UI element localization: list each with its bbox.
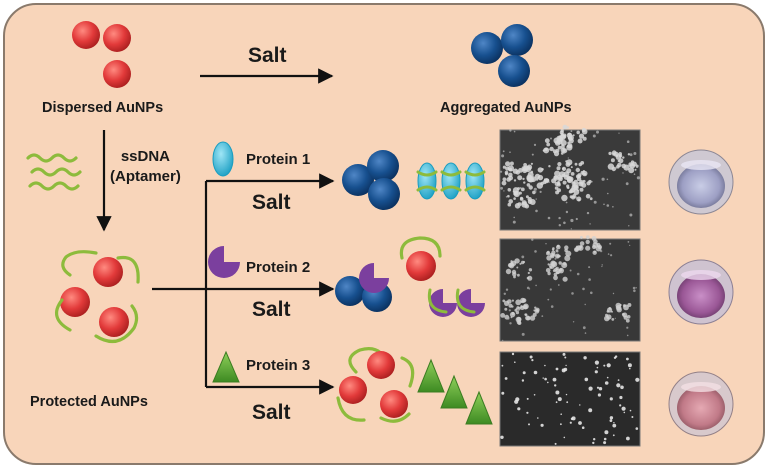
dna-wrap-icon (348, 347, 384, 374)
sem-micrograph-3 (499, 351, 641, 447)
dna-wrap-icon (116, 255, 140, 284)
sample-well-1 (668, 149, 734, 215)
protein1-icon (212, 141, 234, 177)
blue-nanoparticle-icon (367, 150, 399, 182)
blue-nanoparticle-icon (501, 24, 533, 56)
dna-wrap-icon (427, 288, 448, 314)
protein1-label: Protein 1 (246, 151, 311, 168)
protein-dna-complex-icon (416, 162, 438, 200)
dispersed-aunps-group (72, 21, 131, 88)
aggregated-aunps-group (471, 24, 533, 87)
blue-nanoparticle-icon (342, 164, 374, 196)
dna-wrap-icon (400, 356, 415, 388)
red-nanoparticle-icon (72, 21, 100, 49)
protein-dna-complex-icon (440, 162, 462, 200)
sem-texture-3 (500, 352, 640, 445)
red-nanoparticle-icon (339, 376, 367, 404)
sample-wells (668, 149, 734, 437)
protein3-label: Protein 3 (246, 357, 311, 374)
protein2-label: Protein 2 (246, 259, 311, 276)
pacman-protein-icon (359, 263, 389, 293)
dna-wrap-icon (54, 298, 72, 332)
dna-strand-icon (30, 167, 82, 177)
red-nanoparticle-icon (103, 60, 131, 88)
red-nanoparticle-icon (406, 251, 436, 281)
sem-micrographs (499, 124, 641, 447)
sample-well-2 (668, 259, 734, 325)
blue-nanoparticle-icon (498, 55, 530, 87)
blue-nanoparticle-icon (335, 276, 365, 306)
protected-aunps-group (54, 250, 140, 344)
ssdna-strands (26, 153, 82, 191)
row1-protein-complexes (416, 162, 486, 200)
triangle-protein-icon (440, 374, 468, 409)
dna-strand-icon (26, 153, 78, 163)
sample-well-3 (668, 371, 734, 437)
row2-mixed (335, 236, 485, 317)
salt-label-top: Salt (248, 44, 287, 67)
protein3-icon (212, 350, 240, 383)
salt-label-2: Salt (252, 298, 291, 321)
protected-aunps-label: Protected AuNPs (30, 394, 148, 410)
dna-wrap-icon (455, 288, 476, 314)
dna-wrap-icon (379, 412, 411, 423)
sem-texture-1 (500, 124, 641, 230)
blue-nanoparticle-icon (471, 32, 503, 64)
dna-wrap-icon (94, 304, 139, 344)
triangle-protein-icon (465, 390, 493, 425)
ssdna-label: ssDNA (Aptamer) (110, 147, 181, 187)
sem-texture-2 (500, 235, 637, 341)
red-nanoparticle-icon (99, 307, 129, 337)
background-panel (3, 3, 765, 465)
ssdna-text: ssDNA (120, 148, 171, 165)
red-nanoparticle-icon (60, 287, 90, 317)
dna-wrap-icon (61, 250, 98, 277)
row1-aggregated (342, 150, 400, 210)
salt-label-1: Salt (252, 191, 291, 214)
dispersed-aunps-label: Dispersed AuNPs (42, 100, 164, 116)
protein-dna-complex-icon (464, 162, 486, 200)
salt-label-3: Salt (252, 401, 291, 424)
aptamer-text: (Aptamer) (110, 168, 181, 185)
dna-wrap-icon (399, 236, 442, 260)
red-nanoparticle-icon (93, 257, 123, 287)
red-nanoparticle-icon (103, 24, 131, 52)
triangle-protein-icon (417, 358, 445, 393)
dna-wrap-icon (336, 396, 366, 422)
protein2-icon (208, 246, 240, 278)
red-nanoparticle-icon (380, 390, 408, 418)
blue-nanoparticle-icon (368, 178, 400, 210)
aggregated-aunps-label: Aggregated AuNPs (440, 100, 572, 116)
row3-protected (336, 347, 493, 425)
dna-strand-icon (28, 181, 80, 191)
red-nanoparticle-icon (367, 351, 395, 379)
